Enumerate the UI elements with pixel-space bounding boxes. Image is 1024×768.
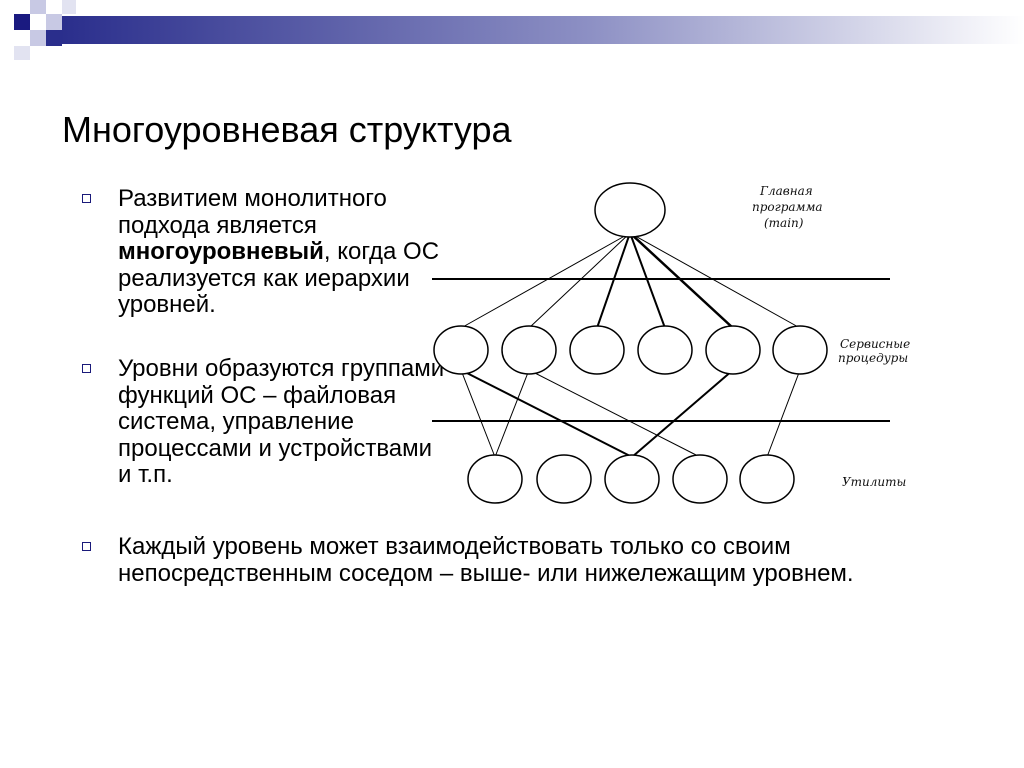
service-node-6 — [772, 325, 828, 375]
service-node-5 — [705, 325, 761, 375]
label-utilities: Утилиты — [842, 475, 906, 489]
utility-node-1 — [467, 454, 523, 504]
service-node-2 — [501, 325, 557, 375]
service-node-1 — [433, 325, 489, 375]
bullet-neighbor-interaction: Каждый уровень может взаимодействовать т… — [82, 533, 948, 587]
service-node-4 — [637, 325, 693, 375]
label-main-line-3: (main) — [764, 216, 804, 230]
bullet-monolithic-approach: Развитием монолитного подхода является м… — [82, 185, 448, 319]
edge-main-1-to-service-6 — [629, 232, 801, 329]
edge-main-1-to-service-3 — [596, 232, 631, 329]
label-service-line-2: процедуры — [838, 351, 908, 365]
label-service-line-1: Сервисные — [840, 337, 910, 351]
bullet-text: Уровни образуются группами функций ОС – … — [118, 355, 445, 488]
label-main-line-2: программа — [752, 200, 823, 214]
edge-main-1-to-service-4 — [629, 232, 666, 329]
bullet-bold-term: многоуровневый — [118, 238, 324, 265]
edge-main-1-to-service-2 — [528, 232, 631, 329]
service-node-3 — [569, 325, 625, 375]
label-main-line-1: Главная — [759, 184, 813, 198]
edge-service-1-to-utility-3 — [460, 369, 633, 458]
utility-node-4 — [672, 454, 728, 504]
diagram-nodes — [433, 182, 828, 504]
utility-node-2 — [536, 454, 592, 504]
bullet-text-before: Развитием монолитного подхода является — [118, 185, 387, 239]
utility-node-5 — [739, 454, 795, 504]
edge-main-1-to-service-5 — [628, 231, 735, 330]
edge-service-5-to-utility-3 — [631, 369, 734, 458]
edge-main-1-to-service-1 — [460, 232, 631, 329]
utility-node-3 — [604, 454, 660, 504]
slide-title: Многоуровневая структура — [62, 109, 512, 150]
edge-service-1-to-utility-1 — [460, 369, 496, 458]
edge-service-2-to-utility-1 — [494, 369, 530, 458]
layer-hierarchy-diagram: Главная программа (main) Сервисные проце… — [432, 182, 910, 504]
bullet-text: Каждый уровень может взаимодействовать т… — [118, 533, 854, 587]
header-decoration — [14, 0, 1024, 60]
bullet-levels: Уровни образуются группами функций ОС – … — [82, 355, 448, 489]
edge-service-2-to-utility-4 — [528, 369, 701, 458]
main-node-1 — [594, 182, 666, 238]
connection-lines — [460, 231, 801, 458]
bullet-text-after: , когда ОС реализуется как иерархии уров… — [118, 238, 440, 318]
edge-service-6-to-utility-5 — [766, 369, 801, 458]
separator-lines — [432, 278, 890, 422]
